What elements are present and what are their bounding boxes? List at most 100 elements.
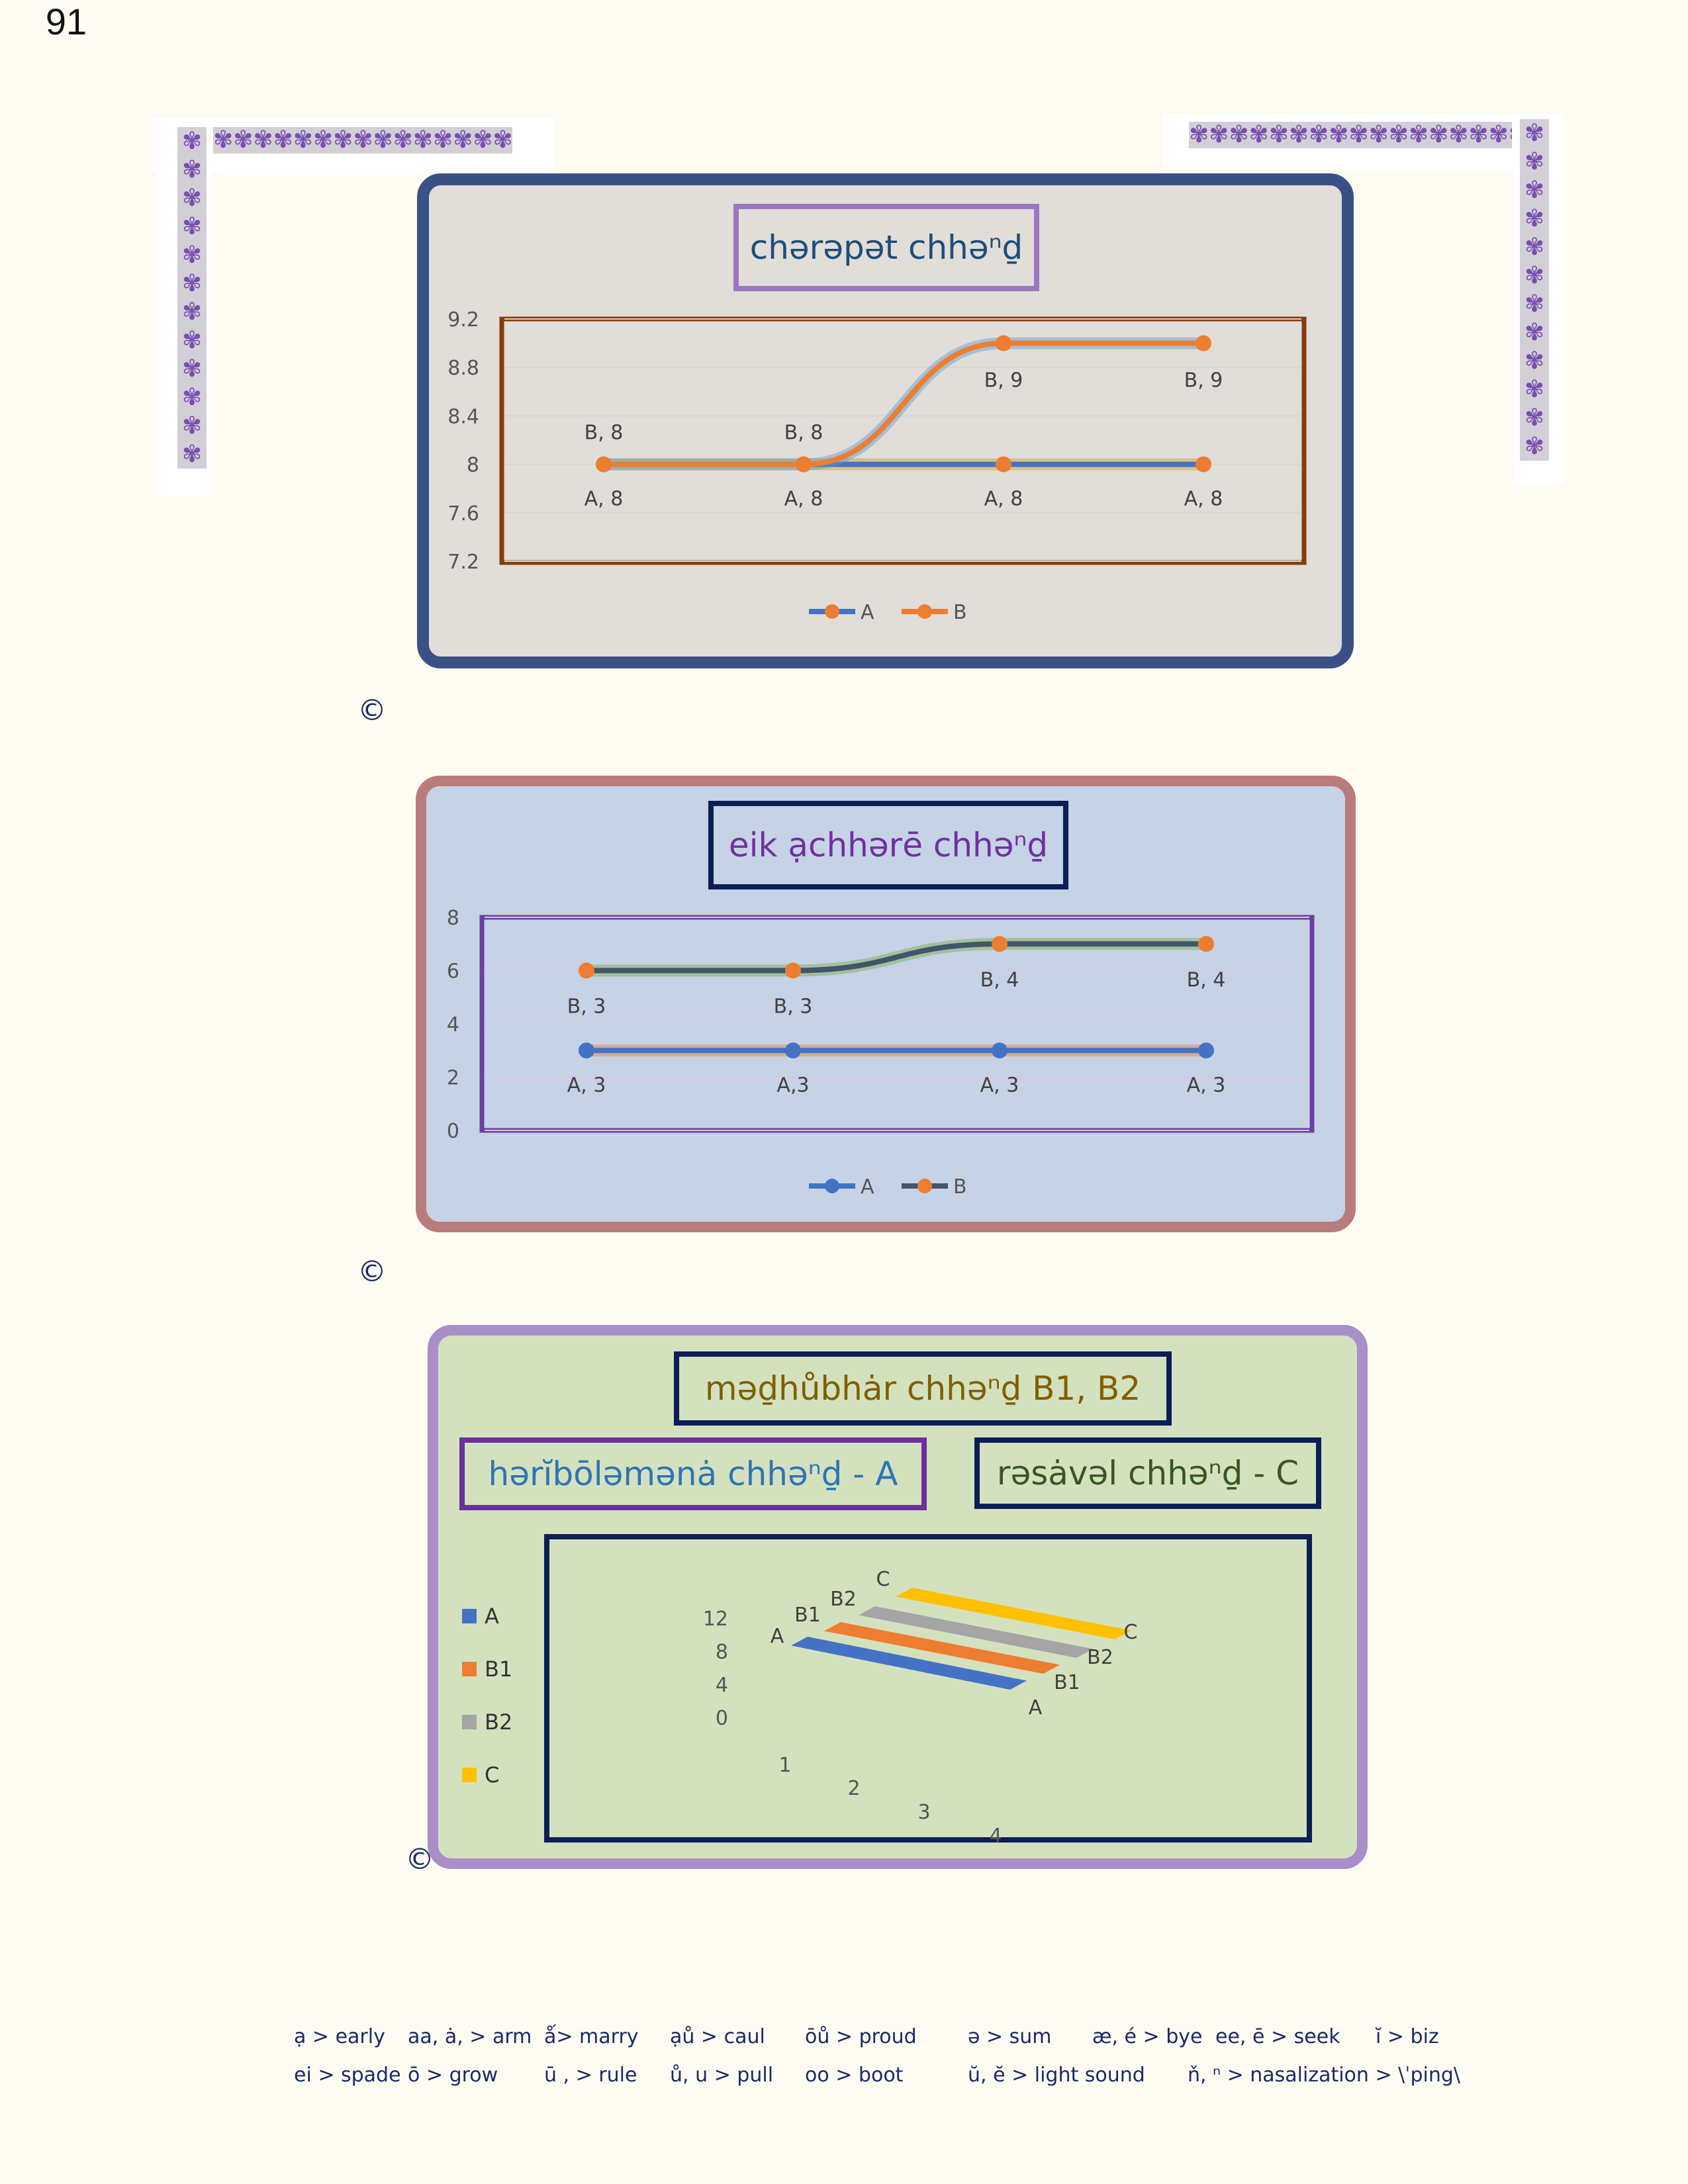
series-B1-end-label: B1 [1054, 1671, 1080, 1694]
series-A-point [992, 1042, 1008, 1059]
ornament-flower-icon: ✾ [1189, 122, 1209, 148]
ornament-flower-icon: ✾ [1488, 122, 1509, 148]
ornament-flower-icon: ✾ [473, 127, 493, 154]
chart-3-title: məḏhůbhȧr chhəⁿḏ B1, B2 [674, 1351, 1172, 1426]
ornament-flower-icon: ✾ [181, 127, 203, 155]
series-B-data-label: B, 9 [984, 369, 1023, 392]
page-number: 91 [45, 1, 87, 42]
series-B-point [579, 962, 594, 979]
ornament-flower-icon: ✾ [373, 127, 393, 154]
pronunciation-entry: oo > boot [805, 2064, 904, 2087]
chart-1-y-tick-label: 8 [467, 454, 479, 477]
series-A-point [1196, 456, 1211, 473]
series-A-data-label: A, 8 [1184, 488, 1223, 511]
chart-3-y-tick-label: 12 [703, 1608, 728, 1631]
legend-item-C: C [462, 1749, 512, 1801]
series-B2-ribbon [859, 1606, 1093, 1659]
series-B-point [996, 335, 1011, 351]
ornament-flower-icon: ✾ [1348, 122, 1369, 148]
ornament-flower-icon: ✾ [181, 156, 203, 183]
series-A-data-label: A,3 [776, 1073, 809, 1097]
series-A-start-label: A [771, 1625, 784, 1648]
pronunciation-entry: ạ > early [294, 2025, 385, 2048]
legend-label: B1 [485, 1657, 513, 1682]
legend-swatch-icon [462, 1609, 477, 1623]
ornament-flower-icon: ✾ [253, 127, 273, 154]
series-C-ribbon [896, 1587, 1131, 1640]
chart-panel-2 [416, 776, 1356, 1232]
series-B-data-label: B, 9 [1184, 369, 1223, 392]
ornament-border-left: ✾✾✾✾✾✾✾✾✾✾✾✾ [177, 127, 207, 469]
legend-A-marker-icon [825, 604, 839, 619]
ornament-flower-icon: ✾ [1468, 122, 1489, 148]
ornament-flower-icon: ✾ [1524, 318, 1545, 346]
chart-2-y-tick-label: 6 [447, 960, 459, 983]
series-B-data-label: B, 8 [784, 422, 823, 445]
ornament-flower-icon: ✾ [1524, 233, 1545, 261]
legend-item-B1: B1 [462, 1643, 512, 1696]
series-A-point [785, 1042, 801, 1059]
chart-1-y-tick-label: 8.8 [447, 357, 479, 380]
pronunciation-entry: ōů > proud [805, 2025, 917, 2048]
legend-swatch-icon [462, 1715, 477, 1729]
legend-item-A: A [462, 1590, 512, 1643]
ornament-flower-icon: ✾ [1524, 404, 1545, 432]
series-C-end-label: C [1124, 1621, 1138, 1644]
ornament-flower-icon: ✾ [333, 127, 353, 154]
series-A-point [996, 456, 1011, 473]
chart-1-y-tick-label: 7.2 [447, 551, 479, 574]
series-B-line [584, 941, 1209, 974]
series-B1-ribbon [824, 1621, 1060, 1674]
series-A-end-label: A [1029, 1696, 1043, 1719]
series-A-data-label: A, 3 [1187, 1073, 1226, 1097]
ornament-flower-icon: ✾ [1309, 122, 1329, 148]
legend-A-label: A [861, 601, 874, 624]
legend-B-label: B [953, 1175, 967, 1199]
ornament-flower-icon: ✾ [293, 127, 313, 154]
series-A-data-label: A, 3 [980, 1073, 1019, 1097]
pronunciation-entry: ŭ, ĕ > light sound [968, 2064, 1145, 2087]
series-A-data-label: A, 3 [567, 1073, 606, 1097]
ornament-border-top-left: ✾✾✾✾✾✾✾✾✾✾✾✾✾✾✾✾✾ [213, 127, 512, 154]
ornament-flower-icon: ✾ [1288, 122, 1309, 148]
copyright-mark-2: © [357, 1255, 387, 1289]
ornament-flower-icon: ✾ [1524, 432, 1545, 460]
series-B-point [1196, 335, 1211, 351]
pronunciation-entry: ee, ē > seek [1215, 2025, 1340, 2048]
pronunciation-entry: ǻ> marry [544, 2025, 639, 2048]
series-B-data-label: B, 4 [980, 968, 1019, 991]
ornament-flower-icon: ✾ [1368, 122, 1389, 148]
chart-2-y-tick-label: 8 [447, 907, 459, 930]
series-C-start-label: C [876, 1568, 890, 1591]
ornament-flower-icon: ✾ [1329, 122, 1349, 148]
ornament-flower-icon: ✾ [181, 298, 203, 326]
copyright-mark-1: © [357, 694, 387, 727]
ornament-flower-icon: ✾ [233, 127, 254, 154]
ornament-flower-icon: ✾ [1408, 122, 1429, 148]
legend-B-marker-icon [917, 604, 932, 619]
series-B-point [796, 456, 812, 473]
series-B-point [1198, 936, 1214, 952]
ornament-flower-icon: ✾ [1509, 123, 1512, 147]
ornament-flower-icon: ✾ [181, 383, 203, 411]
ornament-flower-icon: ✾ [1524, 347, 1545, 375]
ornament-flower-icon: ✾ [181, 212, 203, 240]
ornament-flower-icon: ✾ [1388, 122, 1409, 148]
series-B1-start-label: B1 [794, 1604, 821, 1627]
chart-2-y-tick-label: 2 [447, 1067, 459, 1090]
chart-3-plot-frame [544, 1534, 1312, 1843]
ornament-flower-icon: ✾ [353, 127, 373, 154]
legend-A-label: A [861, 1175, 874, 1199]
ornament-flower-icon: ✾ [492, 127, 512, 154]
ornament-flower-icon: ✾ [273, 127, 293, 154]
ornament-flower-icon: ✾ [1524, 261, 1545, 289]
legend-label: A [485, 1604, 499, 1629]
pronunciation-entry: ū , > rule [544, 2064, 637, 2087]
ornament-flower-icon: ✾ [1524, 176, 1545, 204]
ornament-flower-icon: ✾ [393, 127, 413, 154]
chart-3-x-tick-label: 2 [847, 1777, 860, 1800]
